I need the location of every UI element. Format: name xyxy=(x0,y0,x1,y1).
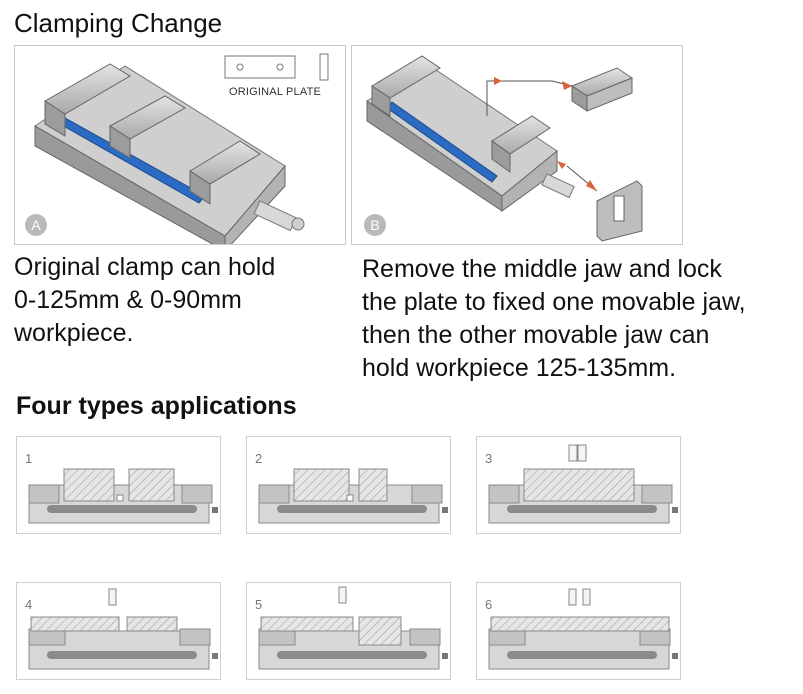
panel-remove-middle-jaw: B xyxy=(351,45,683,245)
application-2: 2 xyxy=(246,436,451,534)
application-number: 2 xyxy=(255,451,263,466)
caption-original-clamp: Original clamp can hold 0-125mm & 0-90mm… xyxy=(14,251,275,350)
application-3: 3 xyxy=(476,436,681,534)
application-number: 5 xyxy=(255,597,263,612)
caption-a-line-2: 0-125mm & 0-90mm xyxy=(14,286,242,314)
application-diagram xyxy=(488,444,678,524)
section-title: Four types applications xyxy=(16,392,297,420)
panel-original-clamp: ORIGINAL PLATE A xyxy=(14,45,346,253)
caption-b-line-2: the plate to fixed one movable jaw, xyxy=(362,288,746,316)
application-number: 6 xyxy=(485,597,493,612)
badge-a: A xyxy=(25,214,47,236)
application-6: 6 xyxy=(476,582,681,680)
original-plate-label: ORIGINAL PLATE xyxy=(229,86,322,98)
caption-b-line-4: hold workpiece 125-135mm. xyxy=(362,354,677,382)
application-diagram xyxy=(258,586,448,670)
page-title: Clamping Change xyxy=(14,8,223,38)
application-number: 1 xyxy=(25,451,33,466)
application-1: 1 xyxy=(16,436,221,534)
caption-b-line-1: Remove the middle jaw and lock xyxy=(362,255,722,283)
caption-a-line-3: workpiece. xyxy=(14,319,134,347)
application-number: 4 xyxy=(25,597,33,612)
caption-b-line-3: then the other movable jaw can xyxy=(362,321,710,349)
application-5: 5 xyxy=(246,582,451,680)
vise-illustration-a xyxy=(34,53,329,253)
caption-a-line-1: Original clamp can hold xyxy=(14,253,276,281)
application-number: 3 xyxy=(485,451,493,466)
application-diagram xyxy=(258,468,448,524)
application-diagram xyxy=(28,588,218,670)
vise-illustration-b xyxy=(366,55,643,242)
application-diagram xyxy=(488,588,678,670)
badge-b: B xyxy=(364,214,386,236)
application-diagram xyxy=(28,468,218,524)
application-4: 4 xyxy=(16,582,221,680)
caption-remove-middle-jaw: Remove the middle jaw and lock the plate… xyxy=(362,253,746,385)
